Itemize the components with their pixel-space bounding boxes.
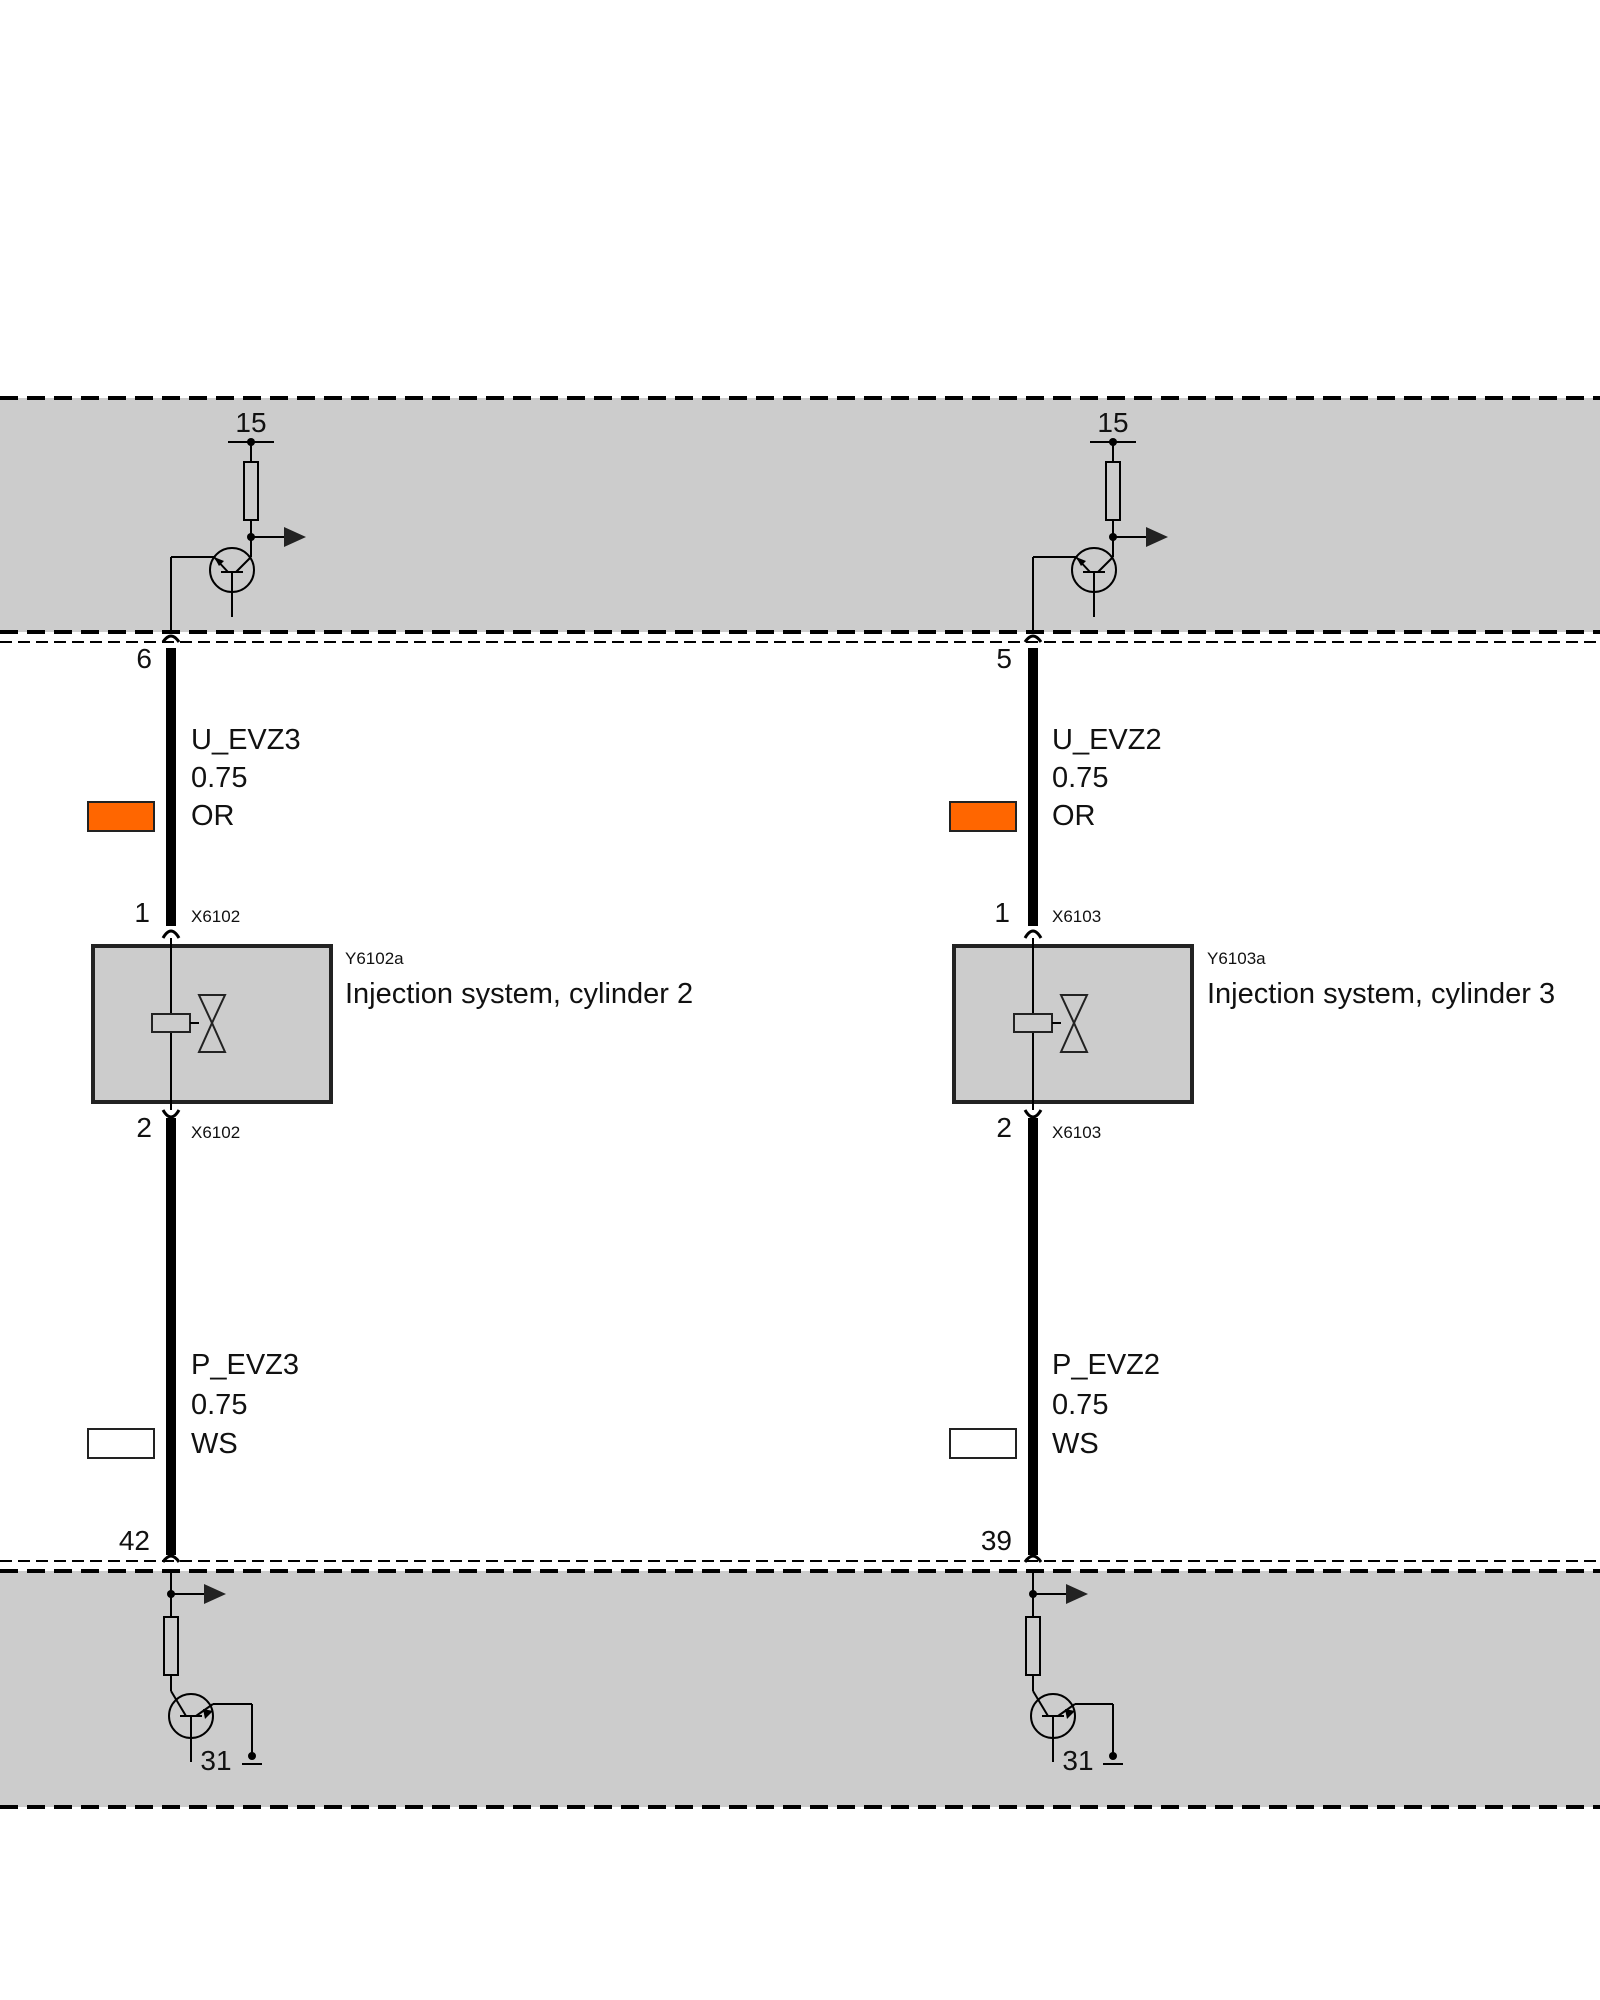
terminal-15-label: 15 (235, 407, 266, 438)
wire-size-bottom-label: 0.75 (1052, 1389, 1108, 1421)
circuit-cylinder-2: 15 6 U_EVZ3 0.75 OR 1 X610 (87, 407, 693, 1776)
connector-pin-top-label: 1 (134, 897, 150, 928)
pin-top-label: 5 (996, 643, 1012, 674)
pin-bottom-label: 39 (981, 1525, 1012, 1556)
solenoid-icon (1013, 1013, 1053, 1033)
pin-bottom-label: 42 (119, 1525, 150, 1556)
valve-icon (1059, 994, 1089, 1026)
component-id-label: Y6102a (345, 949, 404, 968)
wire-color-swatch-ws (949, 1428, 1017, 1459)
connector-bottom-label: X6102 (191, 1123, 240, 1142)
valve-icon (197, 994, 227, 1026)
component-id-label: Y6103a (1207, 949, 1266, 968)
arrow-icon (284, 527, 306, 547)
component-name-label: Injection system, cylinder 2 (345, 978, 693, 1010)
control-unit-bottom (0, 1560, 1600, 1809)
pin-top-label: 6 (136, 643, 152, 674)
wire-color-swatch-or (949, 801, 1017, 832)
connector-top-label: X6102 (191, 907, 240, 926)
wire-size-bottom-label: 0.75 (191, 1389, 247, 1421)
high-side-driver: 15 (1032, 407, 1168, 632)
connector-pin-bottom-label: 2 (136, 1112, 152, 1143)
wire-size-top-label: 0.75 (1052, 762, 1108, 794)
terminal-31-label: 31 (1062, 1745, 1093, 1776)
wire-color-bottom-label: WS (1052, 1428, 1099, 1460)
control-unit-top (0, 396, 1600, 643)
wire-size-top-label: 0.75 (191, 762, 247, 794)
circuit-cylinder-3: 15 5 U_EVZ2 0.75 OR 1 X6103 (949, 407, 1555, 1776)
terminal-15-label: 15 (1097, 407, 1128, 438)
solenoid-icon (151, 1013, 191, 1033)
connector-bottom-label: X6103 (1052, 1123, 1101, 1142)
low-side-driver: 31 (1025, 1571, 1123, 1776)
signal-top-label: U_EVZ3 (191, 724, 301, 756)
component-name-label: Injection system, cylinder 3 (1207, 978, 1555, 1010)
wire-color-bottom-label: WS (191, 1428, 238, 1460)
arrow-icon (1146, 527, 1168, 547)
low-side-driver: 31 (163, 1571, 262, 1776)
wire-color-top-label: OR (1052, 800, 1096, 832)
arrow-icon (204, 1584, 226, 1604)
high-side-driver: 15 (170, 407, 306, 632)
signal-bottom-label: P_EVZ2 (1052, 1349, 1160, 1381)
wire-color-swatch-ws (87, 1428, 155, 1459)
injector-y6103a (952, 938, 1194, 1110)
signal-top-label: U_EVZ2 (1052, 724, 1162, 756)
wire-color-top-label: OR (191, 800, 235, 832)
connector-top-label: X6103 (1052, 907, 1101, 926)
terminal-31-label: 31 (200, 1745, 231, 1776)
injector-y6102a (91, 938, 333, 1110)
connector-pin-bottom-label: 2 (996, 1112, 1012, 1143)
connector-pin-top-label: 1 (994, 897, 1010, 928)
signal-bottom-label: P_EVZ3 (191, 1349, 299, 1381)
arrow-icon (1066, 1584, 1088, 1604)
wire-color-swatch-or (87, 801, 155, 832)
